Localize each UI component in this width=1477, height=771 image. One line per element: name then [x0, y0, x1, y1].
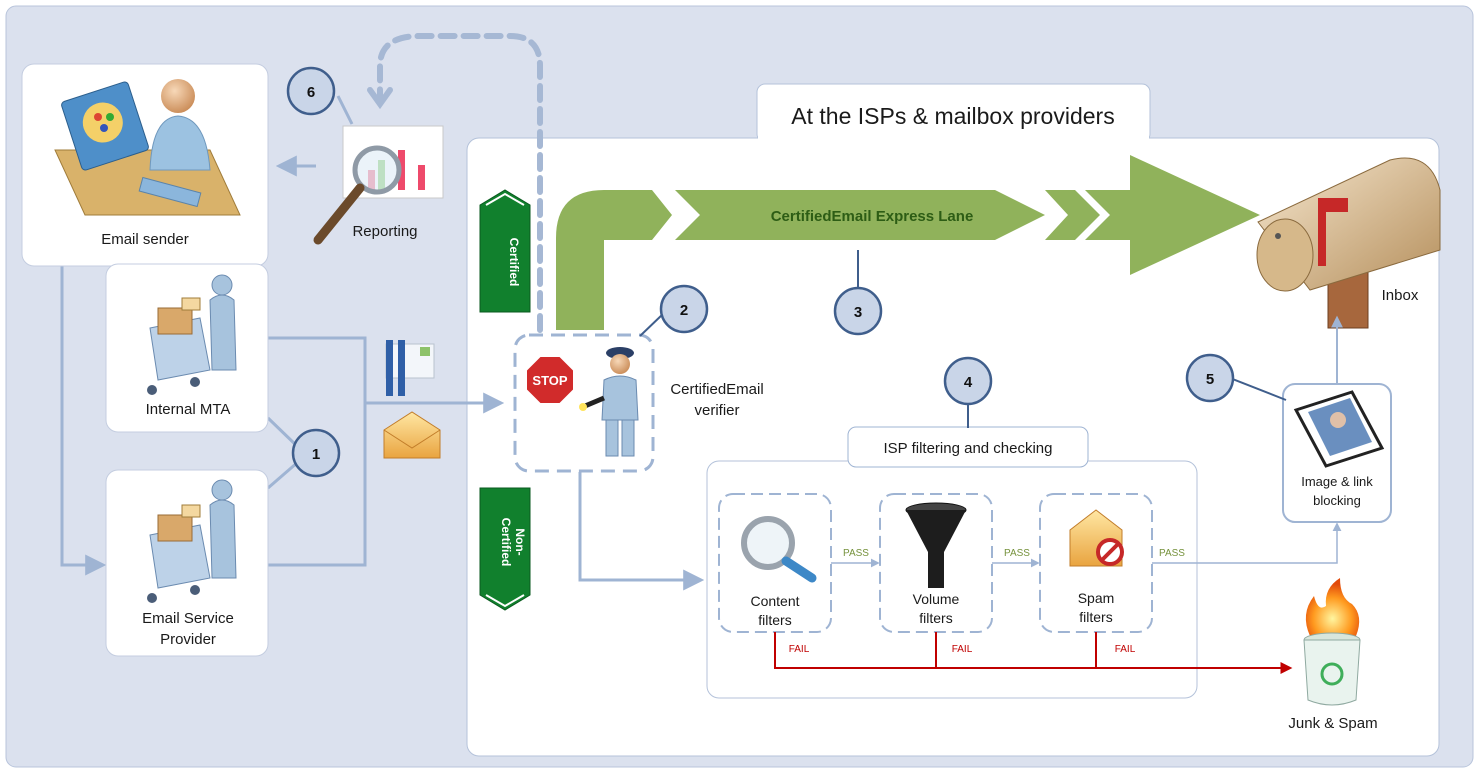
step-1-number: 1 — [312, 446, 320, 463]
volume-filter-label-line1: Volume — [913, 591, 960, 607]
step-3-number: 3 — [854, 304, 862, 321]
inbox-label: Inbox — [1382, 287, 1419, 304]
step-6-number: 6 — [307, 84, 315, 101]
step-1: 1 — [291, 428, 341, 478]
step-5-number: 5 — [1206, 371, 1214, 388]
image-blocking-label-line1: Image & link — [1301, 474, 1373, 489]
reporting-icon — [313, 125, 444, 245]
esp-label-line2: Provider — [160, 631, 216, 648]
internal-mta-icon — [147, 274, 237, 395]
esp-icon — [147, 479, 237, 603]
verifier-officer-icon — [579, 347, 639, 457]
internal-mta-label: Internal MTA — [146, 401, 231, 418]
step-6: 6 — [286, 66, 336, 116]
envelope-icon — [383, 411, 441, 459]
email-sender-icon — [54, 79, 241, 216]
spam-envelope-icon — [1069, 509, 1124, 567]
express-lane — [556, 155, 1260, 330]
junk-spam-label: Junk & Spam — [1288, 715, 1377, 732]
magnifier-icon — [741, 516, 817, 583]
pass-label-1: PASS — [843, 548, 869, 559]
step-2-number: 2 — [680, 302, 688, 319]
feedback-loop-arrowhead — [367, 87, 393, 110]
letter-icon — [385, 340, 435, 396]
non-certified-badge — [479, 487, 531, 611]
step-4: 4 — [943, 356, 993, 406]
express-lane-label: CertifiedEmail Express Lane — [771, 208, 974, 225]
fail-lines — [774, 632, 1293, 674]
tab-joint-mask — [758, 132, 1149, 144]
pass-label-2: PASS — [1004, 548, 1030, 559]
non-certified-label-line1: Non- — [513, 528, 527, 555]
fail-label-3: FAIL — [1115, 644, 1136, 655]
step-2: 2 — [659, 284, 709, 334]
photo-stack-icon — [1293, 390, 1385, 468]
step-5: 5 — [1185, 353, 1235, 403]
reporting-label: Reporting — [352, 223, 417, 240]
stop-sign-text: STOP — [532, 373, 567, 388]
step-3: 3 — [833, 286, 883, 336]
fail-label-2: FAIL — [952, 644, 973, 655]
filtering-title: ISP filtering and checking — [884, 440, 1053, 457]
feedback-loop-dashed — [377, 33, 543, 333]
esp-label-line1: Email Service — [142, 610, 234, 627]
spam-filter-label-line1: Spam — [1078, 590, 1115, 606]
spam-filter-label-line2: filters — [1079, 609, 1112, 625]
email-sender-label: Email sender — [101, 231, 189, 248]
content-filter-label-line1: Content — [750, 593, 799, 609]
recycle-bin-icon — [1303, 578, 1361, 706]
pass-label-3: PASS — [1159, 548, 1185, 559]
image-blocking-label-line2: blocking — [1313, 493, 1361, 508]
certified-badge — [479, 189, 531, 313]
fail-label-1: FAIL — [789, 644, 810, 655]
isp-region-title: At the ISPs & mailbox providers — [791, 103, 1114, 129]
volume-filter-label-line2: filters — [919, 610, 952, 626]
certified-badge-label: Certified — [507, 238, 521, 287]
non-certified-label-line2: Certified — [499, 518, 513, 567]
content-filter-label-line2: filters — [758, 612, 791, 628]
verifier-label-line2: verifier — [694, 402, 739, 419]
verifier-box — [513, 333, 655, 473]
step-4-number: 4 — [964, 374, 973, 391]
step-connectors — [639, 250, 1287, 428]
sender-connectors — [60, 95, 705, 591]
funnel-icon — [905, 502, 967, 588]
stop-sign-icon: STOP — [525, 355, 575, 405]
verifier-label-line1: CertifiedEmail — [670, 381, 763, 398]
pass-arrows — [831, 522, 1342, 568]
